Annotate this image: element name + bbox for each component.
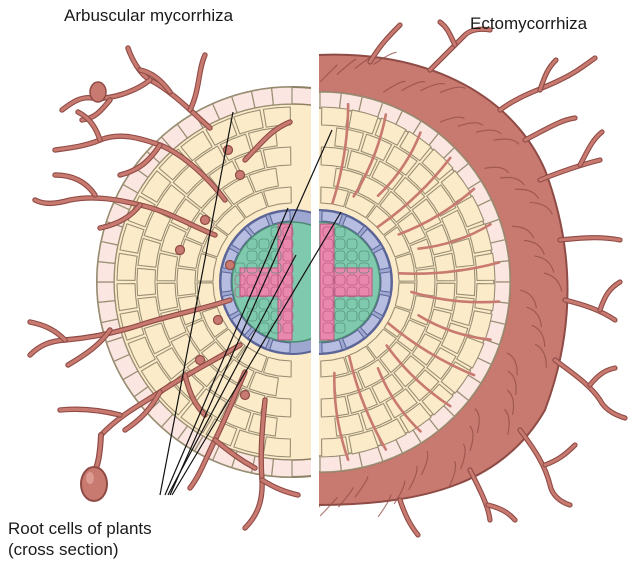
left-title: Arbuscular mycorrhiza (64, 6, 233, 26)
spore-icon (81, 435, 107, 501)
callout-line-2: (cross section) (8, 540, 119, 560)
callout-line-1: Root cells of plants (8, 519, 152, 539)
right-title: Ectomycorrhiza (470, 14, 587, 34)
split-gap (311, 40, 319, 560)
